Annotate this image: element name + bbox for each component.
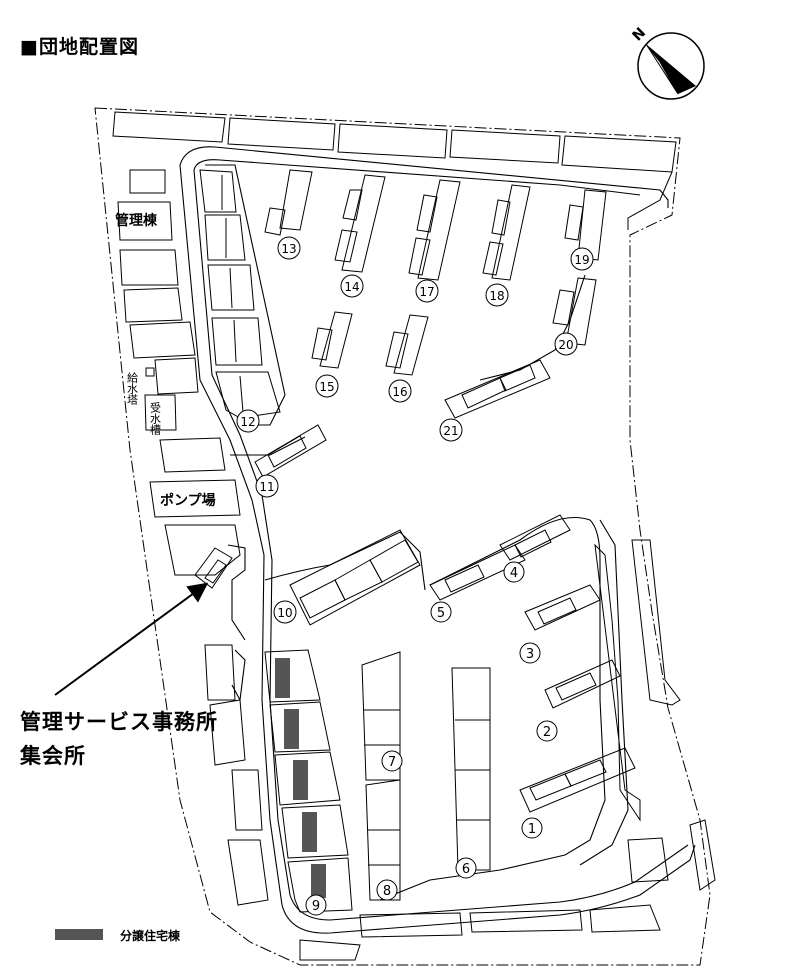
building-label-8: 8	[376, 879, 398, 901]
building-label-6: 6	[455, 857, 477, 879]
building-label-16: 16	[388, 379, 412, 403]
building-number-2: 2	[543, 725, 551, 740]
building-label-13: 13	[277, 236, 301, 260]
compass-icon: N	[630, 25, 705, 100]
building-label-14: 14	[340, 274, 364, 298]
legend-swatch	[55, 929, 103, 940]
legend-label: 分譲住宅棟	[120, 929, 181, 943]
site-boundary	[94, 107, 711, 966]
building-label-1: 1	[521, 817, 543, 839]
building-label-3: 3	[519, 642, 541, 664]
building-number-14: 14	[344, 280, 359, 294]
building-label-20: 20	[554, 332, 578, 356]
building-number-3: 3	[526, 647, 534, 662]
building-number-6: 6	[462, 862, 470, 877]
compass-north-label: N	[630, 25, 650, 45]
building-number-8: 8	[383, 884, 391, 899]
building-number-7: 7	[388, 755, 396, 770]
pump-house-label: ポンプ場	[160, 492, 216, 509]
building-label-21: 21	[439, 418, 463, 442]
building-label-10: 10	[273, 600, 297, 624]
callout-line-hall: 集会所	[20, 744, 86, 768]
building-number-19: 19	[574, 253, 589, 267]
admin-building-label: 管理棟	[115, 212, 158, 229]
building-number-4: 4	[510, 566, 518, 581]
building-number-17: 17	[419, 285, 434, 299]
building-label-15: 15	[315, 374, 339, 398]
callout-arrow	[54, 582, 209, 696]
building-label-5: 5	[430, 601, 452, 623]
building-label-17: 17	[415, 279, 439, 303]
map-title: ■団地配置図	[20, 36, 139, 58]
building-number-11: 11	[259, 480, 274, 494]
roads	[179, 146, 696, 934]
building-label-7: 7	[381, 750, 403, 772]
building-label-11: 11	[255, 474, 279, 498]
building-number-20: 20	[558, 338, 573, 352]
building-label-18: 18	[485, 283, 509, 307]
building-number-18: 18	[489, 289, 504, 303]
water-tower-icon	[145, 367, 155, 377]
housing-blocks	[194, 169, 636, 913]
building-label-12: 12	[236, 409, 260, 433]
building-label-2: 2	[536, 720, 558, 742]
building-label-4: 4	[503, 561, 525, 583]
building-number-1: 1	[528, 822, 536, 837]
outer-parcels	[112, 111, 716, 961]
building-label-19: 19	[570, 247, 594, 271]
water-tower-label: 給水塔	[126, 371, 139, 406]
building-number-12: 12	[240, 415, 255, 429]
building-number-5: 5	[437, 606, 445, 621]
condominium-blocks	[275, 658, 326, 898]
building-number-10: 10	[277, 606, 292, 620]
building-number-15: 15	[319, 380, 334, 394]
building-number-16: 16	[392, 385, 407, 399]
receiving-tank-label: 受水槽	[149, 402, 162, 436]
building-label-9: 9	[305, 894, 327, 916]
building-number-21: 21	[443, 424, 458, 438]
building-labels: 1 2 3 4 5 6 7 8 9 10 11 12 13 14 15 16 1…	[236, 236, 594, 916]
callout-line-office: 管理サービス事務所	[20, 710, 218, 734]
building-number-9: 9	[312, 899, 320, 914]
building-number-13: 13	[281, 242, 296, 256]
